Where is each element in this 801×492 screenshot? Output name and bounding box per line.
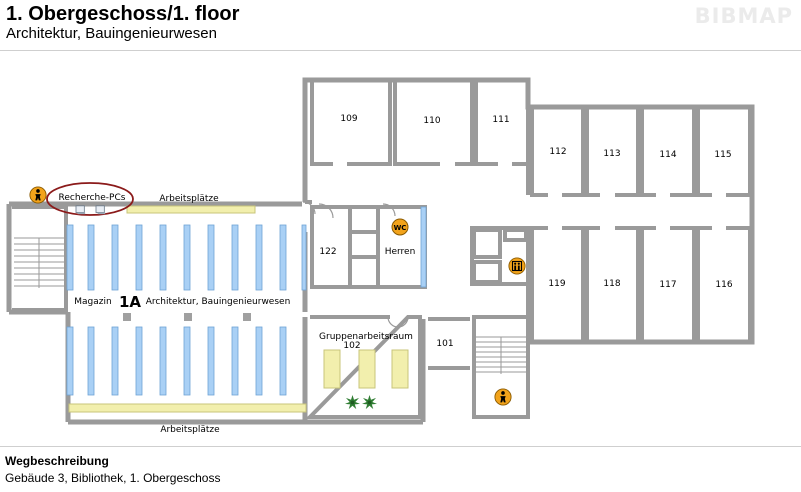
computer-icon[interactable] <box>95 205 106 215</box>
room-112[interactable]: 112 <box>549 147 566 157</box>
room-labels: 109 110 111 112 113 114 115 119 118 117 … <box>59 114 733 435</box>
herren-label: Herren <box>385 247 416 257</box>
section-name-label: Architektur, Bauingenieurwesen <box>146 297 291 307</box>
computer-icon[interactable] <box>75 205 86 215</box>
room-102[interactable]: 102 <box>343 341 360 351</box>
bookshelves <box>66 206 427 396</box>
room-101[interactable]: 101 <box>436 339 453 349</box>
room-111[interactable]: 111 <box>492 115 509 125</box>
room-117[interactable]: 117 <box>659 280 676 290</box>
wc-icon[interactable]: WC <box>391 218 409 236</box>
room-114[interactable]: 114 <box>659 150 676 160</box>
plant-icon <box>345 395 360 410</box>
section-id-label[interactable]: 1A <box>119 293 141 311</box>
north-rooms <box>12 82 752 419</box>
stairs-person-icon[interactable] <box>494 388 512 406</box>
arbeitsplaetze-bottom-label: Arbeitsplätze <box>160 425 220 435</box>
brand-logo: BIBMAP <box>694 4 793 28</box>
floor-plan: WC 109 110 111 112 113 114 115 119 118 1… <box>6 77 755 435</box>
room-119[interactable]: 119 <box>548 279 565 289</box>
room-116[interactable]: 116 <box>715 280 732 290</box>
room-122[interactable]: 122 <box>319 247 336 257</box>
room-109[interactable]: 109 <box>340 114 357 124</box>
header: 1. Obergeschoss/1. floor Architektur, Ba… <box>0 0 801 51</box>
room-110[interactable]: 110 <box>423 116 440 126</box>
columns <box>123 313 251 321</box>
stairs <box>14 237 526 374</box>
footer: Wegbeschreibung Gebäude 3, Bibliothek, 1… <box>0 446 801 492</box>
door-swings <box>302 201 409 328</box>
room-115[interactable]: 115 <box>714 150 731 160</box>
wc-label: WC <box>394 224 407 232</box>
page-subtitle: Architektur, Bauingenieurwesen <box>6 25 217 42</box>
plant-icon <box>362 395 377 410</box>
recherche-pcs-label[interactable]: Recherche-PCs <box>59 193 126 203</box>
work-desks <box>68 205 409 413</box>
room-113[interactable]: 113 <box>603 149 620 159</box>
page-title: 1. Obergeschoss/1. floor <box>6 3 240 25</box>
arbeitsplaetze-top-label: Arbeitsplätze <box>159 194 219 204</box>
magazin-label: Magazin <box>74 297 111 307</box>
stairs-person-icon[interactable] <box>29 186 47 204</box>
room-118[interactable]: 118 <box>603 279 620 289</box>
route-description: Gebäude 3, Bibliothek, 1. Obergeschoss <box>5 471 221 485</box>
gruppenarbeitsraum-label: Gruppenarbeitsraum <box>319 332 413 342</box>
elevator-icon[interactable] <box>508 257 526 275</box>
route-heading: Wegbeschreibung <box>5 454 109 468</box>
recherche-pcs-highlight <box>46 182 134 216</box>
